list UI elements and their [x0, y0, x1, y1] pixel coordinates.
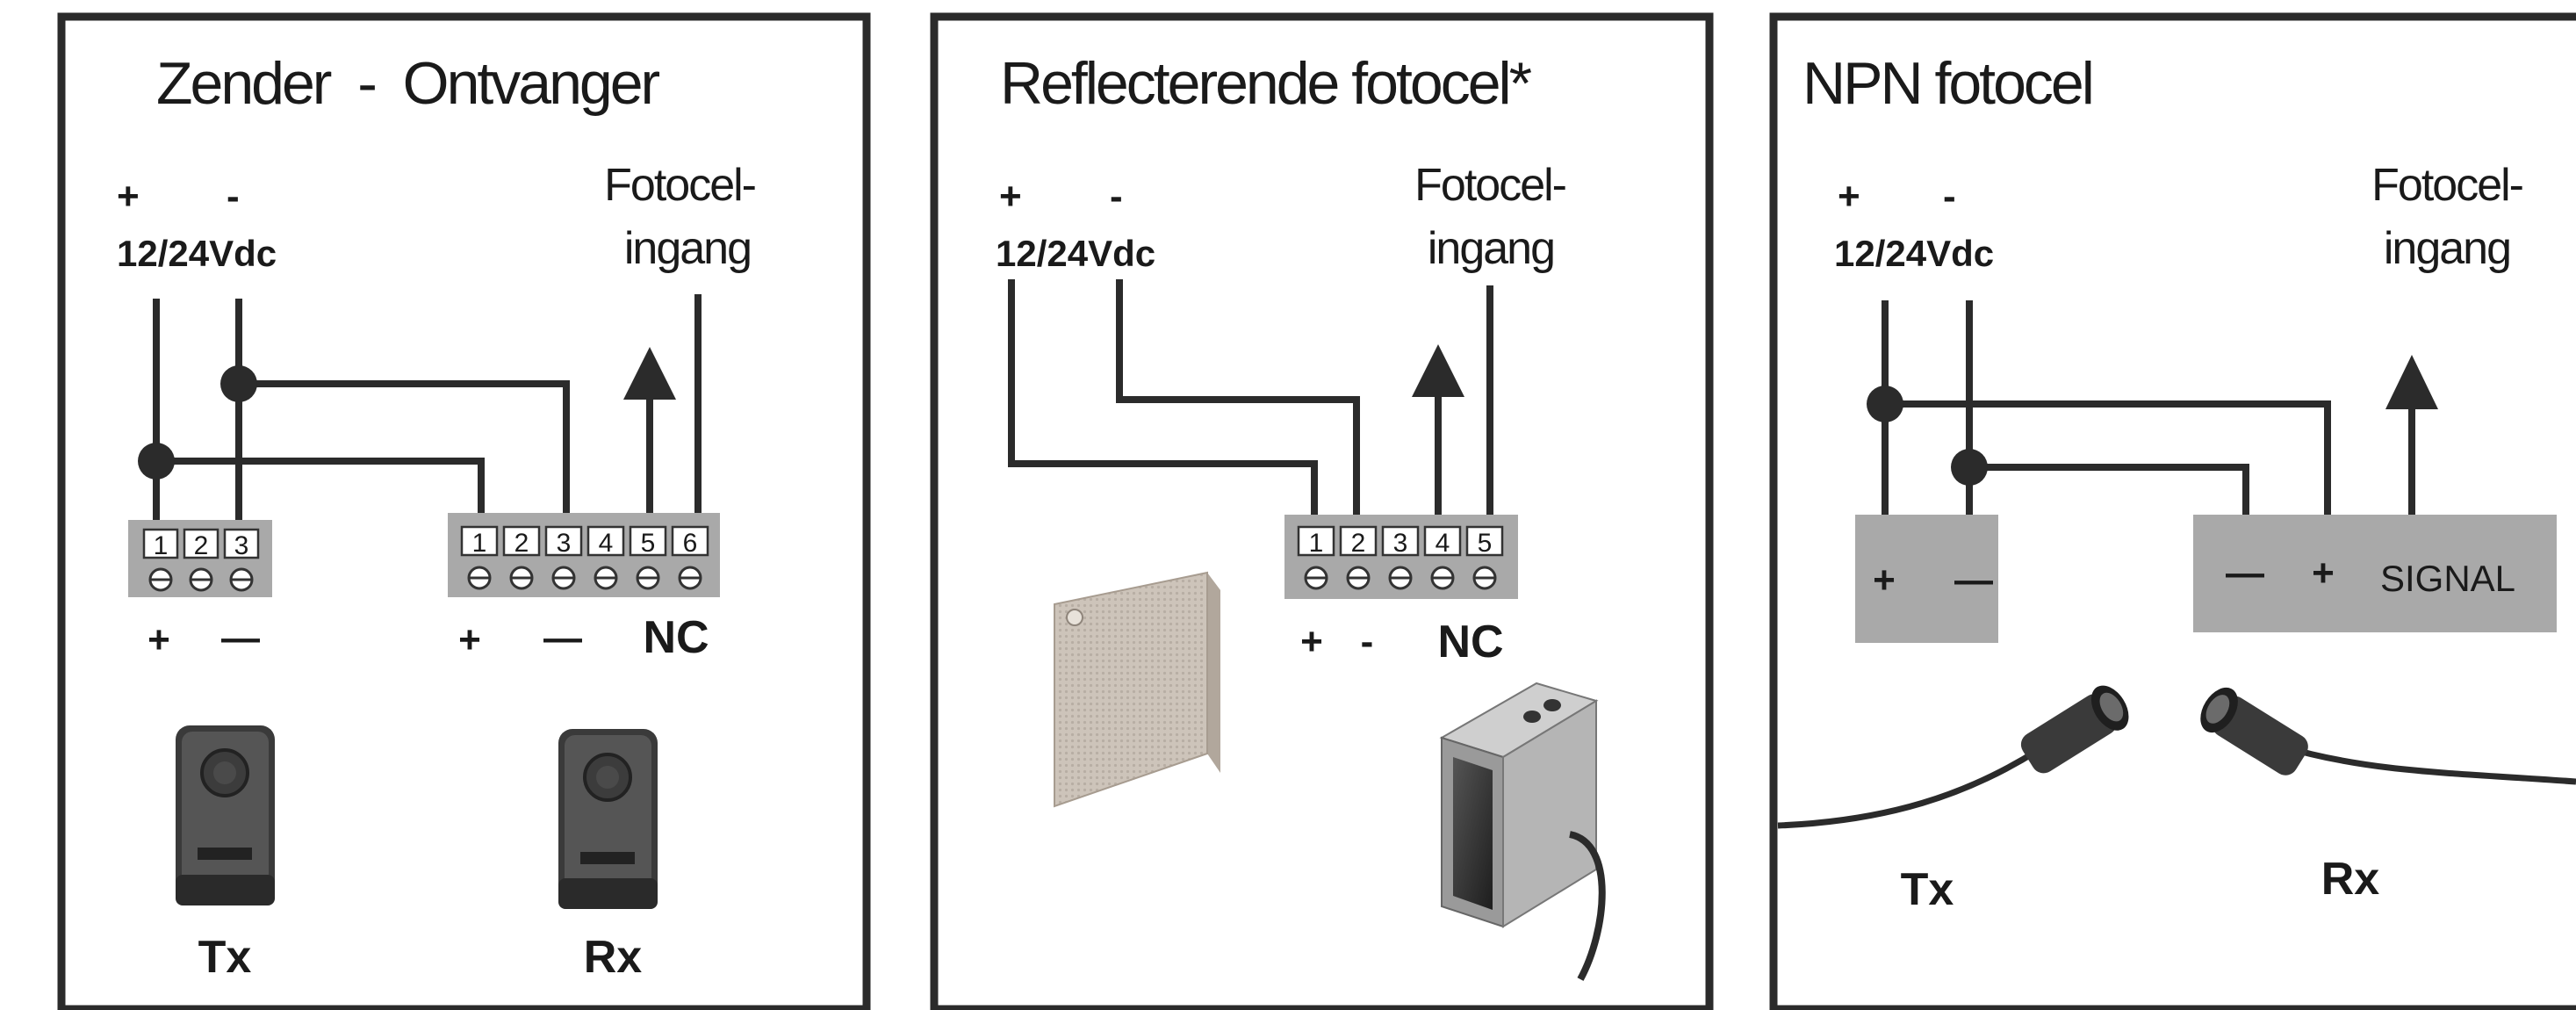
refl-terminal-2: 2 [1351, 529, 1366, 558]
panel-1-input-label-2: ingang [624, 223, 751, 274]
panel-1-tx-device [176, 725, 275, 905]
rx-minus-label: — [543, 617, 582, 660]
tx-plus-label: + [148, 618, 170, 661]
tx-terminal-2: 2 [194, 531, 209, 560]
refl-minus-label: - [1361, 620, 1374, 663]
panel-3-tx-sensor [1777, 685, 2129, 829]
panel-2-terminal-block: 1 2 3 4 5 [1284, 515, 1518, 599]
rx-terminal-5: 5 [641, 529, 656, 558]
refl-nc-label: NC [1437, 617, 1503, 667]
panel-3-junction-minus [1951, 449, 1988, 486]
panel-1-input-label-1: Fotocel- [604, 160, 755, 211]
panel-1-junction-minus [220, 365, 257, 402]
panel-1-supply-minus: - [227, 175, 240, 218]
panel-3-input-label-2: ingang [2384, 223, 2510, 274]
panel-2-input-arrow [1412, 344, 1464, 397]
rx-terminal-2: 2 [514, 529, 529, 558]
panel-1-tx-label: Tx [198, 932, 252, 983]
tx-terminal-3: 3 [234, 531, 249, 560]
panel-1-rx-label: Rx [584, 932, 643, 983]
refl-terminal-5: 5 [1478, 529, 1493, 558]
npn-tx-plus-label: + [1873, 559, 1896, 602]
panel-3-junction-plus [1867, 386, 1903, 422]
rx-nc-label: NC [643, 612, 709, 663]
panel-2-input-label-2: ingang [1428, 223, 1554, 274]
panel-3-frame [1769, 12, 2576, 1010]
panel-reflecterende-fotocel: Reflecterende fotocel* + - 12/24Vdc Foto… [930, 12, 1714, 1010]
npn-rx-plus-label: + [2312, 552, 2335, 595]
panel-3-input-label-1: Fotocel- [2371, 160, 2522, 211]
panel-1-junction-plus [138, 443, 175, 480]
panel-3-rx-label: Rx [2321, 854, 2380, 905]
panel-3-tx-label: Tx [1901, 864, 1954, 915]
npn-tx-minus-label: — [1954, 559, 1993, 602]
panel-2-reflector [1054, 571, 1220, 808]
panel-1-input-arrow [623, 347, 676, 400]
npn-rx-signal-label: SIGNAL [2380, 558, 2515, 599]
panel-1-rx-device [558, 729, 658, 909]
panel-1-title: Zender - Ontvanger [156, 50, 660, 117]
panel-2-title: Reflecterende fotocel* [1000, 50, 1532, 117]
tx-terminal-1: 1 [154, 531, 169, 560]
panel-3-supply-plus: + [1838, 175, 1860, 218]
rx-terminal-3: 3 [557, 529, 572, 558]
rx-plus-label: + [458, 618, 481, 661]
panel-3-rx-block [2193, 515, 2557, 632]
panel-2-wires [1008, 279, 1493, 520]
panel-2-reflective-sensor [1439, 682, 1606, 981]
panel-3-input-arrow [2385, 355, 2438, 409]
panel-zender-ontvanger: Zender - Ontvanger + - 12/24Vdc Fotocel-… [57, 12, 871, 1010]
panel-1-rx-terminal-block: 1 2 3 4 5 6 [448, 513, 720, 597]
refl-plus-label: + [1300, 620, 1323, 663]
tx-minus-label: — [221, 617, 260, 660]
panel-2-frame [930, 12, 1714, 1010]
panel-npn-fotocel: NPN fotocel + - 12/24Vdc Fotocel- ingang… [1769, 12, 2576, 1010]
panel-1-supply-plus: + [117, 175, 140, 218]
refl-terminal-3: 3 [1393, 529, 1408, 558]
refl-terminal-4: 4 [1436, 529, 1450, 558]
panel-2-supply-plus: + [999, 175, 1022, 218]
rx-terminal-4: 4 [599, 529, 614, 558]
rx-terminal-1: 1 [472, 529, 487, 558]
panel-3-supply-minus: - [1943, 175, 1956, 218]
panel-3-rx-sensor [2200, 687, 2576, 785]
panel-2-supply-minus: - [1110, 175, 1123, 218]
panel-3-tx-block [1855, 515, 1998, 643]
rx-terminal-6: 6 [683, 529, 698, 558]
panel-1-wires [153, 294, 702, 520]
panel-2-input-label-1: Fotocel- [1414, 160, 1565, 211]
panel-3-title: NPN fotocel [1802, 50, 2092, 117]
panel-2-supply-voltage: 12/24Vdc [996, 233, 1155, 274]
panel-1-supply-voltage: 12/24Vdc [117, 233, 277, 274]
refl-terminal-1: 1 [1309, 529, 1324, 558]
npn-rx-minus-label: — [2226, 552, 2264, 595]
panel-3-supply-voltage: 12/24Vdc [1834, 233, 1994, 274]
panel-1-tx-terminal-block: 1 2 3 [128, 520, 272, 597]
panel-1-frame [57, 12, 871, 1010]
